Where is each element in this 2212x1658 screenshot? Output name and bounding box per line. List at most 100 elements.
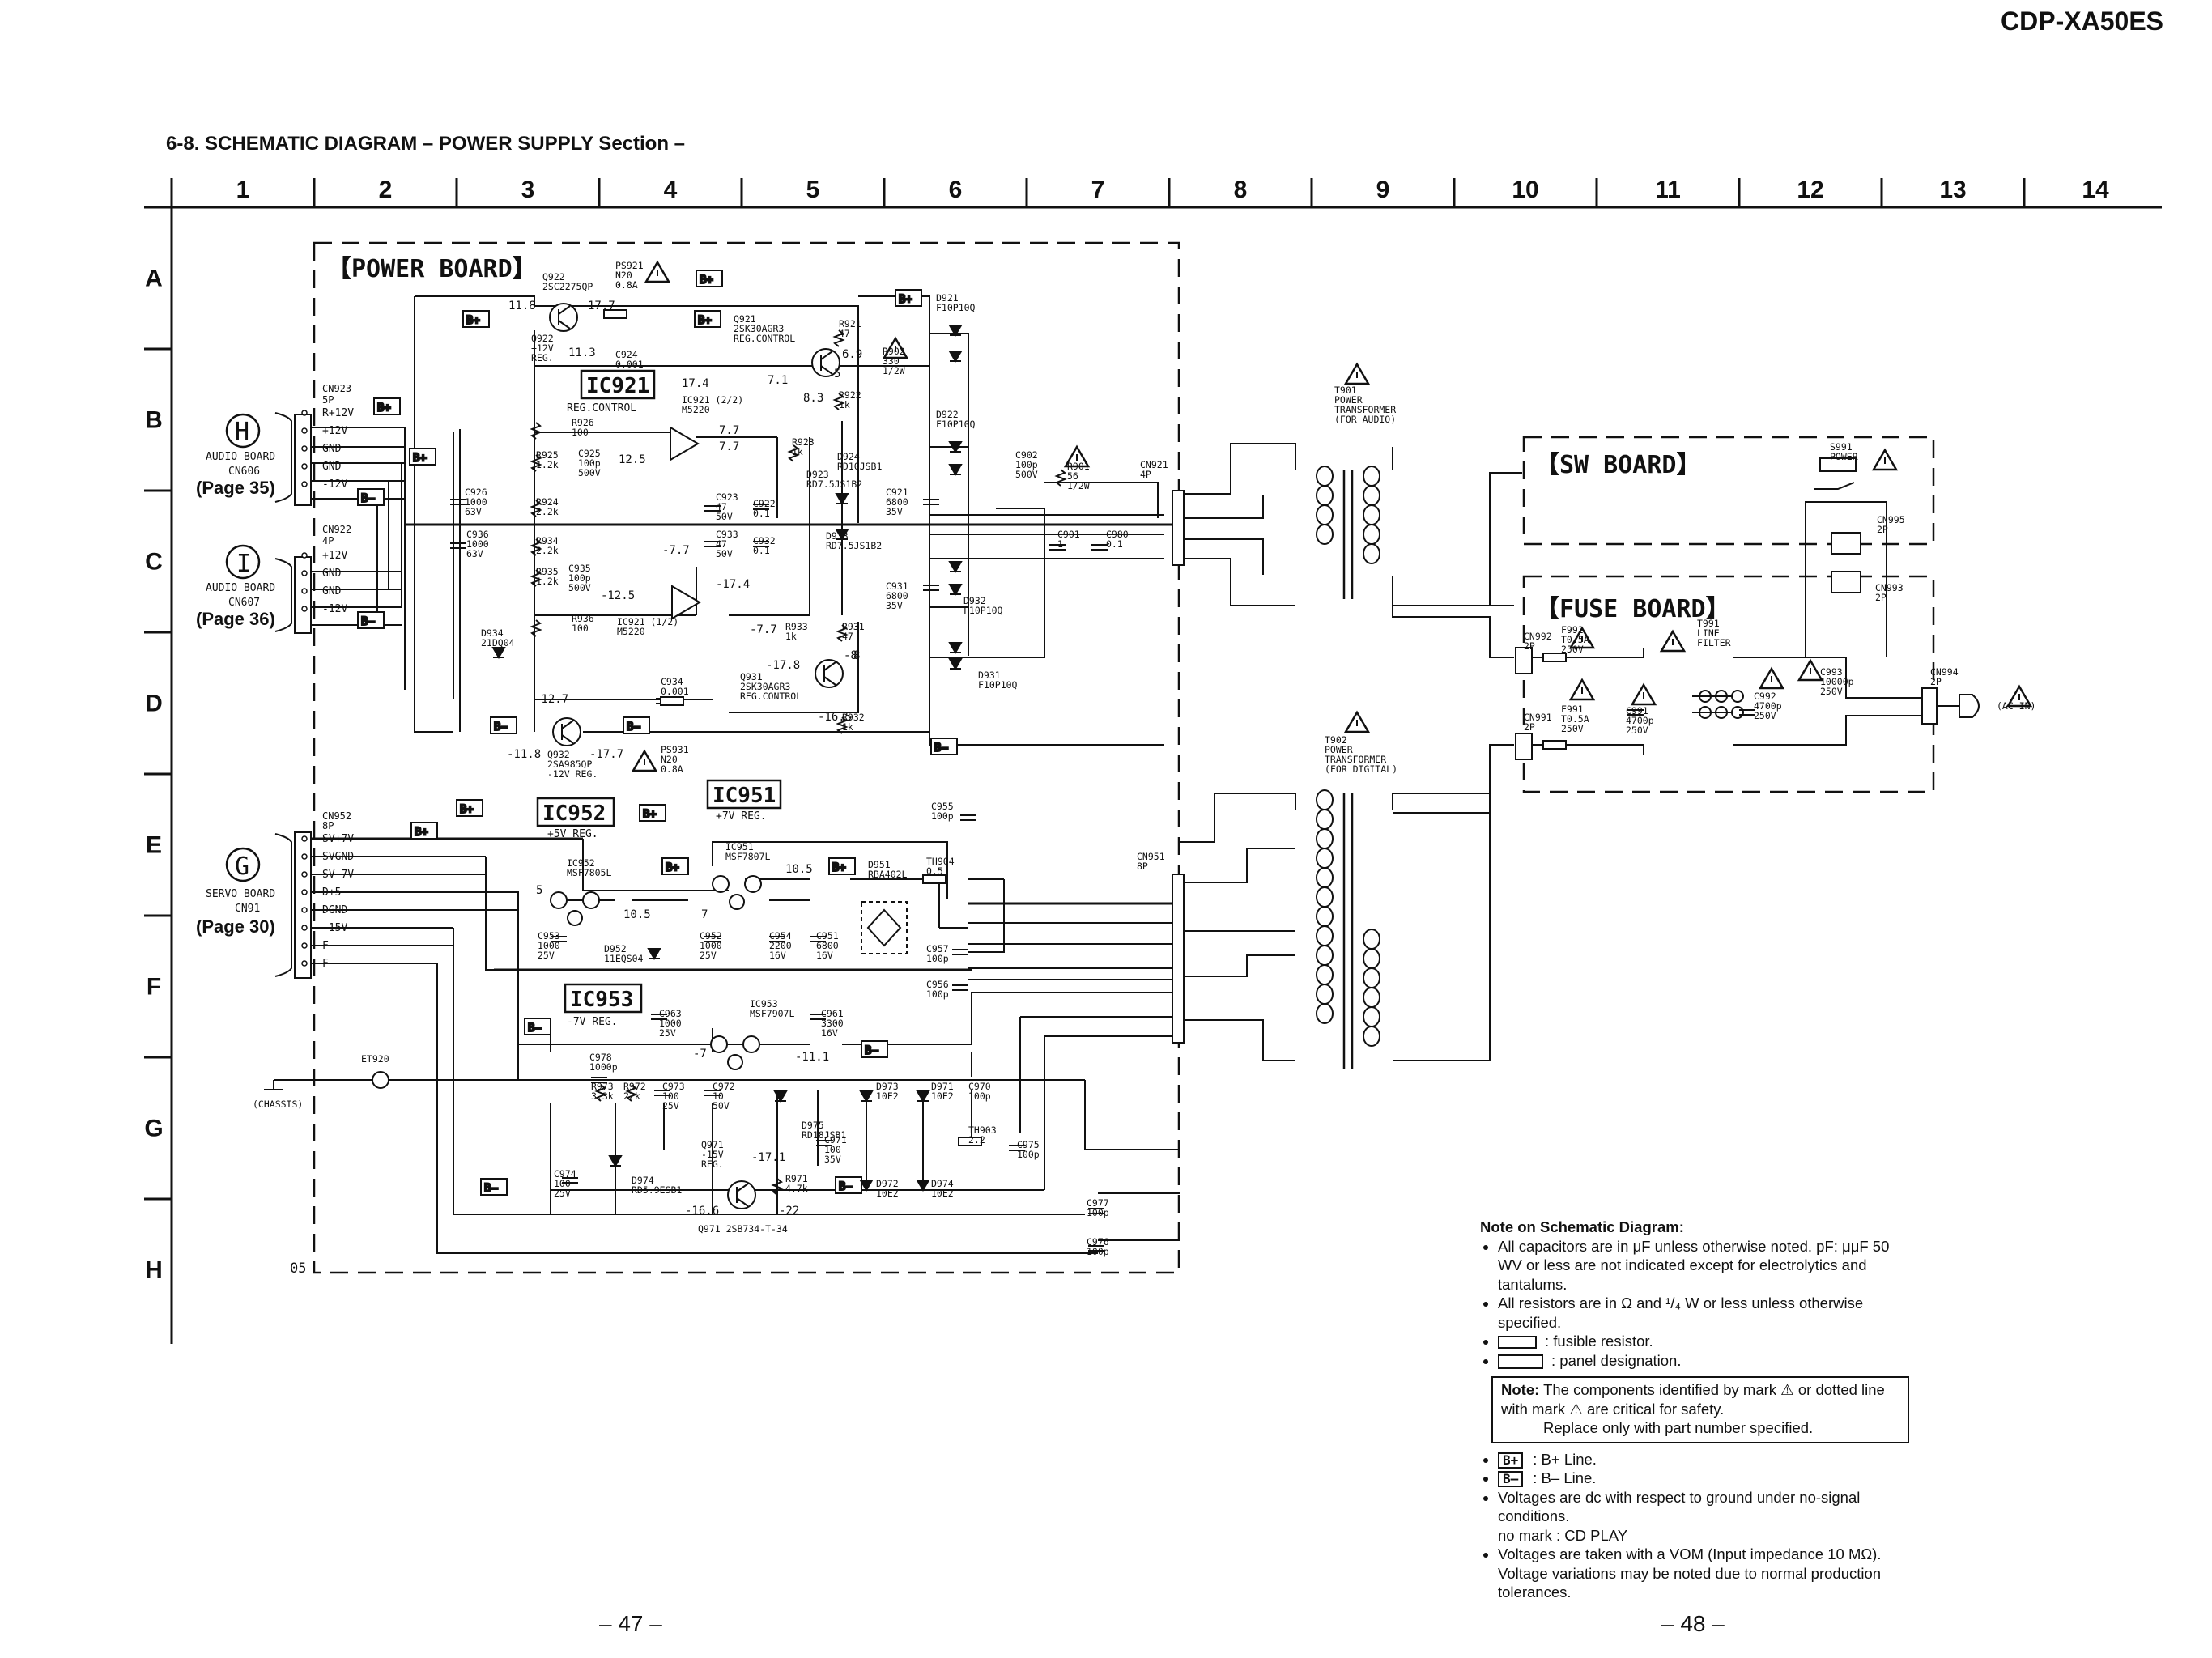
cn922-pin-label: +12V (322, 550, 347, 562)
fuse-symbol (603, 309, 627, 319)
bminus-marker: B– (839, 1180, 853, 1193)
transistor-emitter (558, 320, 571, 329)
line-filter-coil (1731, 706, 1744, 719)
diode-symbol (948, 584, 963, 596)
resistor-symbol (832, 329, 845, 347)
diode-symbol (948, 351, 963, 363)
section-title: 6-8. SCHEMATIC DIAGRAM – POWER SUPPLY Se… (166, 133, 686, 155)
diode-symbol (948, 441, 963, 453)
bplus-line-icon: B+ (1498, 1452, 1524, 1469)
bplus-marker-box (462, 310, 490, 328)
caution-icon (1758, 666, 1785, 690)
diode-symbol (647, 948, 661, 960)
panel-designation-icon (1498, 1354, 1543, 1369)
column-label: 10 (1512, 176, 1538, 203)
column-label: 6 (949, 176, 963, 203)
bminus-marker: B– (865, 1044, 878, 1057)
bminus-line-icon: B– (1498, 1471, 1524, 1487)
voltage-v2: 17.7 (588, 300, 615, 312)
caution-icon (631, 749, 658, 772)
transistor-emitter (820, 365, 833, 375)
voltage-v9: 7.7 (719, 440, 739, 453)
bminus-marker-box (357, 611, 385, 629)
fuse-board-outline (1522, 575, 1935, 793)
cn922-pin-label: GND (322, 585, 342, 597)
cn993-connector (1831, 571, 1861, 593)
voltage-v19: -11.8 (507, 748, 541, 761)
transistor-symbol (552, 717, 581, 746)
label-mark_05: 05 (290, 1261, 306, 1277)
pin-terminal (301, 552, 308, 559)
bminus-marker: B– (934, 742, 948, 755)
grid-frame (144, 178, 2162, 1344)
column-label: 7 (1091, 176, 1105, 203)
note-panel: : panel designation. (1498, 1351, 1909, 1371)
t901-secondary-coil (1363, 543, 1380, 564)
diode-symbol (859, 1180, 874, 1192)
bminus-marker-box (930, 738, 958, 755)
svg-text:CN922: CN922 (322, 524, 351, 535)
transistor-collector (558, 305, 571, 315)
t901-secondary-coil (1363, 485, 1380, 506)
regulator-pin (742, 1035, 760, 1053)
diode-symbol (948, 464, 963, 476)
transistor-collector (736, 1183, 749, 1192)
svg-text:I: I (236, 550, 251, 578)
bplus-marker-box (828, 857, 856, 875)
cn923-pin-label: R+12V (322, 407, 354, 419)
voltage-v6: 6.9 (842, 348, 862, 361)
cn921-connector (1172, 490, 1185, 566)
resistor-symbol (530, 454, 542, 472)
cn994-connector (1921, 687, 1938, 725)
svg-text:AUDIO BOARD: AUDIO BOARD (206, 451, 275, 463)
voltage-v13: -17.4 (716, 578, 750, 591)
pin-terminal (301, 463, 308, 470)
column-label: 1 (236, 176, 250, 203)
transistor-collector (561, 720, 574, 729)
resistor-symbol (594, 1084, 607, 1102)
resistor-symbol (530, 538, 542, 556)
t901-primary-coil (1316, 504, 1334, 525)
ac-plug-icon (1959, 694, 1980, 718)
voltage-v27: -16.6 (685, 1205, 719, 1218)
t902-secondary-coil (1363, 1006, 1380, 1027)
regulator-pin (744, 875, 762, 893)
column-label: 13 (1939, 176, 1966, 203)
label-ic921b: IC921 (2/2)M5220 (682, 394, 743, 415)
diode-symbol (491, 647, 506, 659)
cn952-pin-label: SV+7V (322, 833, 354, 845)
row-ticks (144, 347, 172, 1201)
label-et920: ET920 (361, 1053, 389, 1065)
resistor-symbol (787, 444, 800, 462)
column-label: 9 (1376, 176, 1390, 203)
diode-symbol (773, 1090, 788, 1103)
pin-terminal (301, 889, 308, 895)
transistor-collector (820, 351, 833, 360)
t902-secondary-coil (1363, 967, 1380, 988)
diode-symbol (916, 1090, 930, 1103)
